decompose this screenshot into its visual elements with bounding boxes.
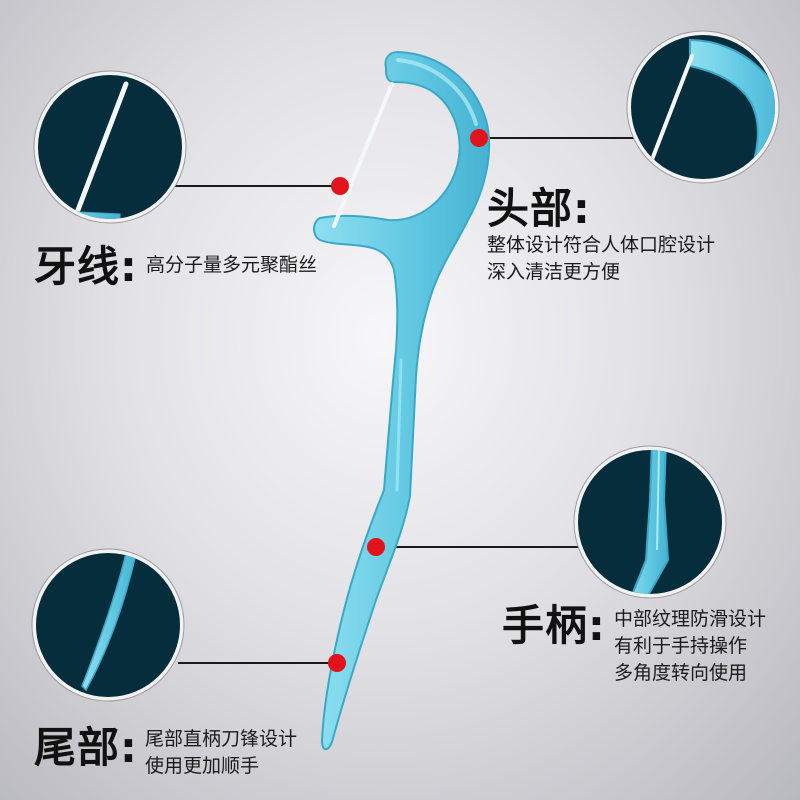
marker-head — [470, 129, 488, 147]
callout-desc-floss: 高分子量多元聚酯丝 — [146, 252, 317, 279]
callout-desc-tail: 尾部直柄刀锋设计 使用更加顺手 — [145, 726, 297, 780]
callout-desc-handle: 中部纹理防滑设计 有利于手持操作 多角度转向使用 — [614, 606, 766, 687]
pick-highlight — [396, 58, 478, 126]
markers — [328, 129, 488, 672]
callout-title-head: 头部: — [487, 184, 591, 233]
pick-body — [313, 51, 491, 751]
callout-desc-line: 高分子量多元聚酯丝 — [146, 254, 318, 276]
callout-desc-line: 有利于手持操作 — [614, 635, 748, 657]
marker-floss — [331, 177, 349, 195]
zoom-circle-head — [626, 30, 780, 184]
callout-desc-line: 使用更加顺手 — [145, 755, 260, 777]
callout-desc-line: 整体设计符合人体口腔设计 — [487, 234, 716, 256]
zoom-circle-tail — [31, 548, 185, 702]
handle-grip-texture — [395, 358, 403, 492]
floss-strand — [332, 82, 394, 228]
callout-desc-line: 中部纹理防滑设计 — [614, 608, 767, 630]
callout-title-floss: 牙线: — [34, 242, 138, 291]
leader-lines — [175, 137, 640, 664]
callout-title-tail: 尾部: — [34, 723, 138, 772]
marker-handle — [367, 538, 385, 556]
callout-title-handle: 手柄: — [502, 601, 606, 650]
callout-desc-line: 尾部直柄刀锋设计 — [145, 728, 298, 750]
callout-desc-line: 多角度转向使用 — [614, 662, 748, 684]
floss-pick — [313, 51, 491, 751]
zoom-circle-handle — [573, 445, 727, 599]
callout-desc-line: 深入清洁更方便 — [487, 261, 621, 283]
zoom-circle-floss — [33, 70, 187, 224]
callout-desc-head: 整体设计符合人体口腔设计 深入清洁更方便 — [487, 232, 715, 286]
marker-tail — [328, 654, 346, 672]
